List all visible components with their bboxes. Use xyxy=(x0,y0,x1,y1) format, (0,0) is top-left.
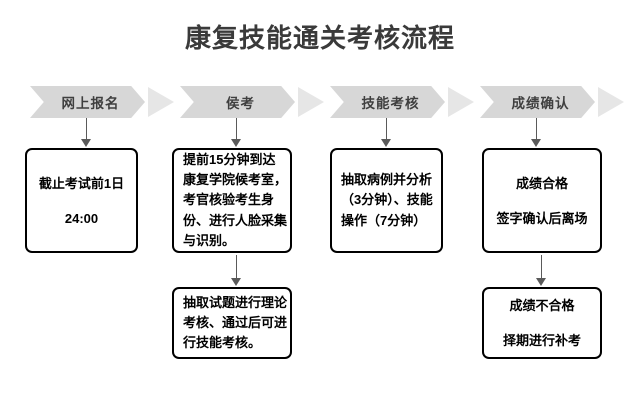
flow-node-line: 抽取病例并分析 xyxy=(341,172,433,188)
stage-banner-label: 成绩确认 xyxy=(511,96,570,111)
flow-node-line: 签字确认后离场 xyxy=(496,210,588,226)
flow-node-line: 与识别。 xyxy=(183,232,236,248)
connector-banner4-to-step5 xyxy=(531,118,542,148)
stage-separator-arrow-icon-3 xyxy=(448,87,474,117)
connector-banner1-to-step1 xyxy=(81,118,92,148)
flow-node-line: （3分钟）、技能 xyxy=(341,192,433,208)
flow-node-line: 截止考试前1日 xyxy=(38,175,125,191)
flow-node-line: 操作（7分钟） xyxy=(341,212,427,228)
stage-banner-4[interactable]: 成绩确认 xyxy=(480,86,595,118)
stage-banner-label: 侯考 xyxy=(226,96,255,111)
flow-node-line: 考官核验考生身 xyxy=(183,192,275,208)
connector-banner2-to-step2 xyxy=(231,118,242,148)
stage-banner-label: 技能考核 xyxy=(361,96,420,111)
stage-separator-arrow-icon-1 xyxy=(148,87,174,117)
stage-banner-row: 网上报名 侯考 技能考核 成绩确认 xyxy=(0,86,640,118)
flow-node-line: 份、进行人脸采集 xyxy=(183,212,288,228)
flow-node-line: 择期进行补考 xyxy=(502,333,581,348)
flow-node-line: 成绩合格 xyxy=(515,175,568,191)
stage-banner-1[interactable]: 网上报名 xyxy=(30,86,145,118)
page-title: 康复技能通关考核流程 xyxy=(184,24,455,54)
stage-banner-2[interactable]: 侯考 xyxy=(180,86,295,118)
stage-banner-label: 网上报名 xyxy=(61,96,120,111)
flow-node-step-4[interactable]: 抽取病例并分析 （3分钟）、技能 操作（7分钟） xyxy=(330,148,443,253)
stage-banner-3[interactable]: 技能考核 xyxy=(330,86,445,118)
flow-node-line: 考核、通过后可进 xyxy=(183,314,288,330)
flow-node-step-2[interactable]: 提前15分钟到达 康复学院候考室， 考官核验考生身 份、进行人脸采集 与识别。 xyxy=(172,148,292,253)
flow-node-step-1[interactable]: 截止考试前1日 24:00 xyxy=(25,148,138,253)
connector-step5-to-step6 xyxy=(536,255,547,287)
flow-node-line: 成绩不合格 xyxy=(509,298,575,313)
stage-separator-arrow-icon-2 xyxy=(298,87,324,117)
connector-banner3-to-step4 xyxy=(381,118,392,148)
flow-node-step-5[interactable]: 成绩合格 签字确认后离场 xyxy=(482,148,602,253)
stage-separator-arrow-icon-4 xyxy=(598,87,624,117)
flow-node-step-6[interactable]: 成绩不合格 择期进行补考 xyxy=(482,287,602,359)
flow-node-line: 抽取试题进行理论 xyxy=(183,294,288,310)
flow-node-line: 24:00 xyxy=(64,210,99,226)
connector-step2-to-step3 xyxy=(231,255,242,287)
flow-node-step-3[interactable]: 抽取试题进行理论 考核、通过后可进 行技能考核。 xyxy=(172,287,292,359)
flow-node-line: 提前15分钟到达 xyxy=(183,152,276,168)
flow-node-line: 行技能考核。 xyxy=(183,335,262,351)
flow-node-line: 康复学院候考室， xyxy=(183,172,288,188)
